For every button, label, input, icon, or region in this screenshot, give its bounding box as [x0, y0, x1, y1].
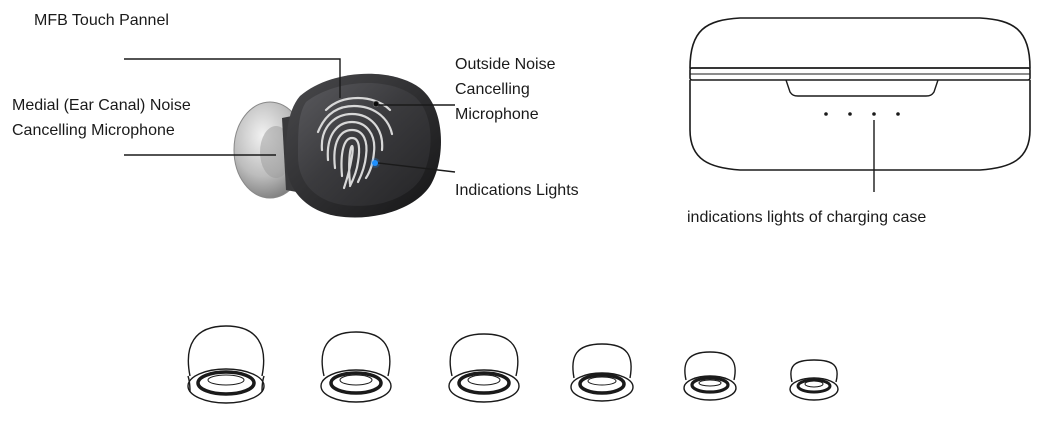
label-medial-mic: Medial (Ear Canal) Noise Cancelling Micr…	[12, 93, 191, 143]
case-led-2	[848, 112, 852, 116]
earbud-illustration	[233, 73, 441, 218]
ear-tip-xl	[187, 325, 265, 404]
charging-case-illustration	[689, 17, 1031, 171]
ear-tip-l	[320, 331, 392, 403]
earbud-leader-lines	[124, 58, 456, 173]
ear-tip-s	[570, 343, 634, 402]
charging-case-lid	[689, 17, 1031, 69]
ear-tip-m	[448, 333, 520, 403]
case-led-1	[824, 112, 828, 116]
label-medial-mic-line2: Cancelling Microphone	[12, 122, 175, 139]
ear-tip-xs	[683, 351, 737, 401]
earbud-indicator-led	[372, 160, 378, 166]
case-led-3	[872, 112, 876, 116]
earbud-touch-face	[298, 83, 431, 206]
ear-tip-xxs	[789, 359, 839, 401]
ear-tips-row	[187, 325, 839, 404]
label-mfb-touch-panel: MFB Touch Pannel	[34, 12, 169, 29]
label-case-lights: indications lights of charging case	[687, 209, 927, 226]
outside-mic-hole	[372, 100, 380, 108]
label-medial-mic-line1: Medial (Ear Canal) Noise	[12, 97, 191, 114]
label-outside-mic-line3: Microphone	[455, 106, 539, 123]
charging-case-notch	[785, 79, 939, 97]
leader-line-mfb	[124, 58, 341, 98]
leader-line-indication-lights	[377, 162, 456, 173]
label-outside-mic-line1: Outside Noise	[455, 56, 556, 73]
label-outside-mic-line2: Cancelling	[455, 81, 530, 98]
fingerprint-icon	[316, 96, 394, 190]
label-indication-lights: Indications Lights	[455, 182, 579, 199]
charging-case-base	[689, 80, 1031, 171]
case-led-4	[896, 112, 900, 116]
charging-case-led-dots	[824, 112, 900, 116]
label-outside-mic: Outside Noise Cancelling Microphone	[455, 52, 556, 127]
